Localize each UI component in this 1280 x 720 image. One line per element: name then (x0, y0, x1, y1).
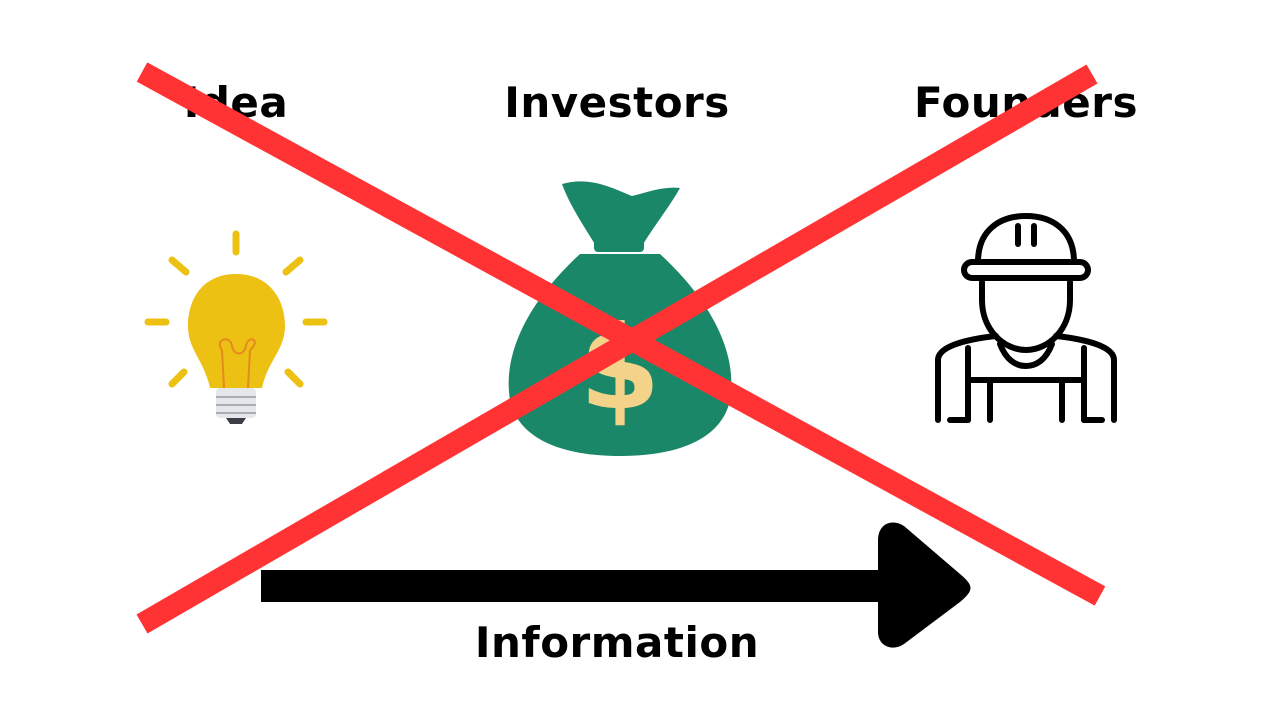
label-information: Information (474, 618, 760, 667)
arrow-head (878, 522, 971, 648)
bulb-base (216, 388, 256, 418)
arrow-right-icon (261, 522, 971, 648)
shoulders-left (935, 333, 999, 423)
cross-out-x-icon (136, 62, 1106, 634)
hardhat-brim (961, 259, 1091, 281)
bulb-filament (218, 338, 256, 389)
hardhat (975, 213, 1077, 265)
money-bag-icon: $ (508, 181, 732, 456)
cross-line-up (136, 64, 1098, 634)
light-rays (144, 230, 328, 388)
face (979, 279, 1073, 353)
shoulders-right (1053, 333, 1117, 423)
bulb-glass (188, 274, 285, 388)
bag-top (562, 181, 680, 246)
arrow-shaft (261, 570, 901, 602)
overalls (965, 345, 1087, 423)
bulb-tip (226, 418, 246, 424)
label-investors: Investors (504, 78, 730, 127)
worker-hardhat-icon (935, 213, 1117, 423)
lightbulb-icon (144, 230, 328, 424)
collar (997, 341, 1055, 369)
bag-neck (594, 238, 644, 252)
